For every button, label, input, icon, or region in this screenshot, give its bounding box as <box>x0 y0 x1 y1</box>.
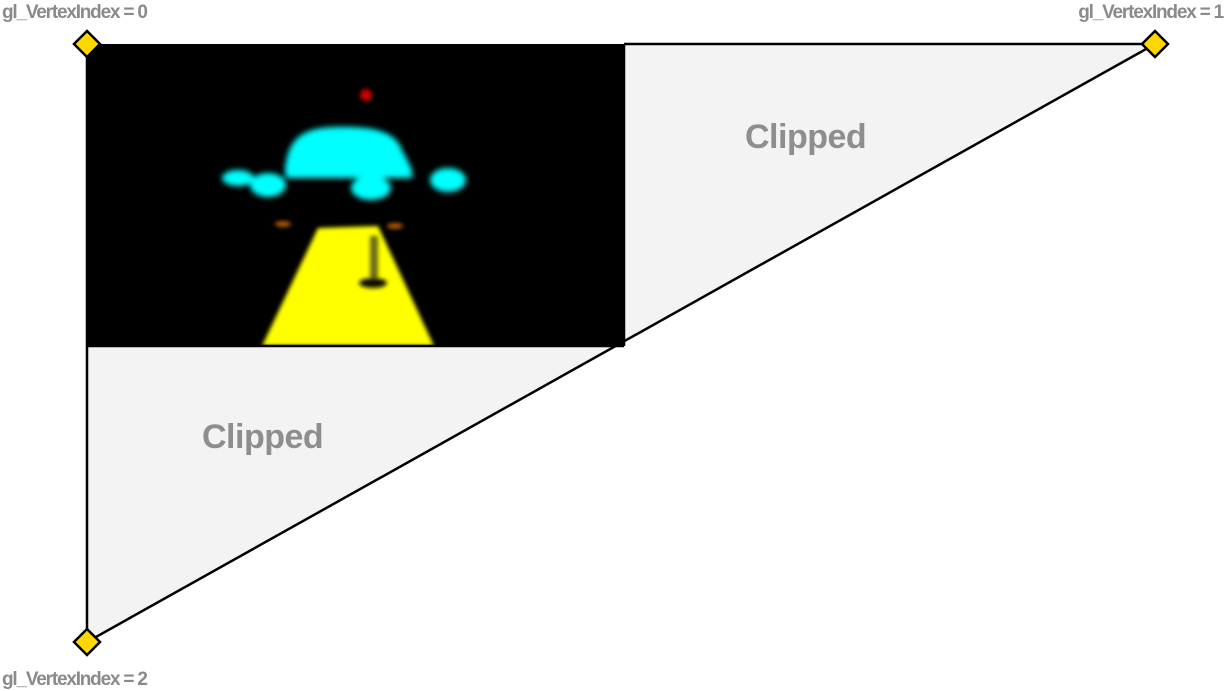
clipped-label-bottom: Clipped <box>202 418 323 456</box>
red-dot <box>360 89 372 101</box>
vertex-1-marker <box>1140 29 1170 59</box>
vertex-0-label: gl_VertexIndex = 0 <box>2 2 147 23</box>
vertex-1-label: gl_VertexIndex = 1 <box>1078 2 1224 23</box>
yellow-road <box>262 226 434 346</box>
clipped-label-top: Clipped <box>745 118 866 156</box>
vertex-2-marker <box>72 627 102 657</box>
triangle-edge-hypotenuse <box>86 42 1156 644</box>
pole-shape <box>359 236 387 288</box>
orange-dots <box>275 221 403 229</box>
vertex-2-label: gl_VertexIndex = 2 <box>2 669 147 690</box>
vertex-0-marker <box>72 29 102 59</box>
cyan-shape <box>222 126 466 200</box>
rendered-viewport <box>87 44 624 346</box>
